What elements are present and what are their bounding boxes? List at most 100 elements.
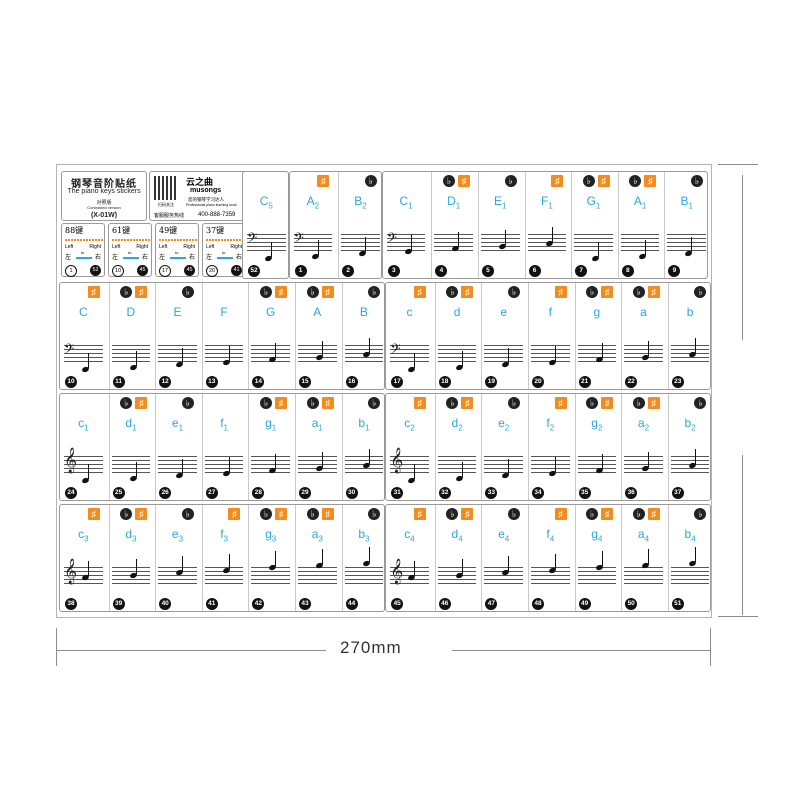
note-cell: C1𝄢3 (385, 172, 428, 278)
key-number-badge: 52 (248, 265, 260, 277)
note-octave: 3 (318, 534, 323, 544)
key-number-badge: 10 (65, 376, 77, 388)
note-stem (414, 464, 416, 479)
note-letter: b (358, 416, 365, 430)
arrow-right-icon (170, 257, 186, 259)
note-name: A1 (619, 194, 662, 210)
sharp-icon: ♯ (554, 286, 567, 298)
note-stem (322, 451, 323, 467)
key-number-badge: 34 (531, 487, 544, 499)
note-stem (601, 551, 603, 566)
key-range-label: 37键 (206, 226, 225, 235)
note-stem (691, 237, 693, 252)
left-cn-label: 左 (206, 255, 213, 261)
range-start-number: 17 (159, 265, 171, 277)
note-stem (135, 461, 137, 477)
note-stem (648, 451, 650, 467)
range-end-number: 45 (137, 265, 148, 276)
note-octave: 2 (549, 423, 555, 433)
note-name: d2 (436, 416, 479, 432)
flat-icon: ♭ (507, 508, 520, 520)
note-cell: ♯c4𝄞45 (388, 505, 431, 611)
note-name: F1 (526, 194, 569, 210)
note-stem (228, 345, 230, 361)
left-cn-label: 左 (112, 255, 119, 261)
key-number-badge: 9 (668, 265, 681, 277)
staff-lines (247, 234, 286, 254)
note-letter: A (633, 194, 642, 208)
brand-en: musongs (190, 187, 222, 194)
flat-icon: ♭ (368, 286, 381, 298)
key-number-badge: 22 (625, 376, 638, 388)
sharp-icon: ♯ (647, 508, 660, 520)
note-letter: f (548, 305, 552, 319)
key-number-badge: 32 (438, 487, 451, 499)
sharp-icon: ♯ (274, 508, 287, 520)
note-octave: 4 (504, 534, 510, 544)
note-name: E (156, 305, 199, 319)
staff-lines (620, 234, 660, 254)
flat-icon: ♭ (368, 508, 381, 520)
note-octave: 1 (408, 201, 413, 211)
sharp-icon: ♯ (321, 397, 334, 409)
note-stem (554, 456, 556, 472)
key-number-badge: 14 (252, 376, 265, 388)
note-name: E1 (479, 194, 522, 210)
note-letter: g (593, 305, 601, 319)
flat-icon: ♭ (694, 508, 707, 520)
note-letter: a (637, 416, 645, 430)
right-en-label: Right (136, 244, 148, 250)
note-stem (368, 338, 370, 353)
note-cell: ♯c2𝄞31 (388, 394, 431, 500)
note-name: e3 (156, 527, 199, 543)
key-number-badge: 12 (159, 376, 172, 388)
note-stem (508, 459, 510, 474)
note-octave: 2 (410, 423, 415, 433)
range-end-number: 41 (231, 265, 242, 276)
flat-icon: ♭ (368, 397, 381, 409)
height-dimension-bottom-line (742, 455, 743, 615)
note-cell: ♯c𝄢17 (388, 283, 431, 389)
key-number-badge: 41 (205, 598, 218, 610)
width-dimension-left-tick (56, 628, 57, 666)
staff-lines (437, 456, 477, 476)
note-octave: 3 (178, 534, 184, 544)
treble-clef-icon: 𝄞 (64, 448, 78, 473)
note-name: g (576, 305, 619, 319)
note-name: D (110, 305, 153, 319)
to-label: to (175, 250, 179, 255)
note-letter: g (591, 527, 598, 541)
note-name: A2 (292, 194, 335, 210)
note-letter: E (173, 305, 182, 319)
note-cell: ♯C𝄢10 (62, 283, 105, 389)
staff-lines (624, 567, 663, 587)
note-name: d4 (436, 527, 479, 543)
key-number-badge: 23 (671, 376, 684, 388)
key-number-badge: 16 (345, 376, 358, 388)
flat-icon: ♭ (364, 175, 377, 187)
note-stem (275, 454, 277, 469)
range-start-number: 1 (65, 265, 77, 277)
sharp-icon: ♯ (135, 508, 148, 520)
flat-icon: ♭ (632, 397, 645, 409)
to-label: to (128, 250, 132, 255)
note-stem (414, 353, 416, 368)
left-cn-label: 左 (65, 255, 72, 261)
key-number-badge: 45 (391, 598, 404, 610)
note-letter: A (306, 194, 315, 208)
note-cell: ♯A2𝄢1 (292, 172, 335, 278)
note-octave: 1 (365, 423, 370, 433)
bass-clef-icon: 𝄢 (64, 341, 75, 360)
flat-icon: ♭ (259, 397, 272, 409)
note-stem (410, 234, 412, 250)
note-cell: ♯c3𝄞38 (62, 505, 105, 611)
key-number-badge: 48 (531, 598, 544, 610)
key-number-badge: 33 (485, 487, 498, 499)
note-octave: 2 (691, 423, 696, 433)
